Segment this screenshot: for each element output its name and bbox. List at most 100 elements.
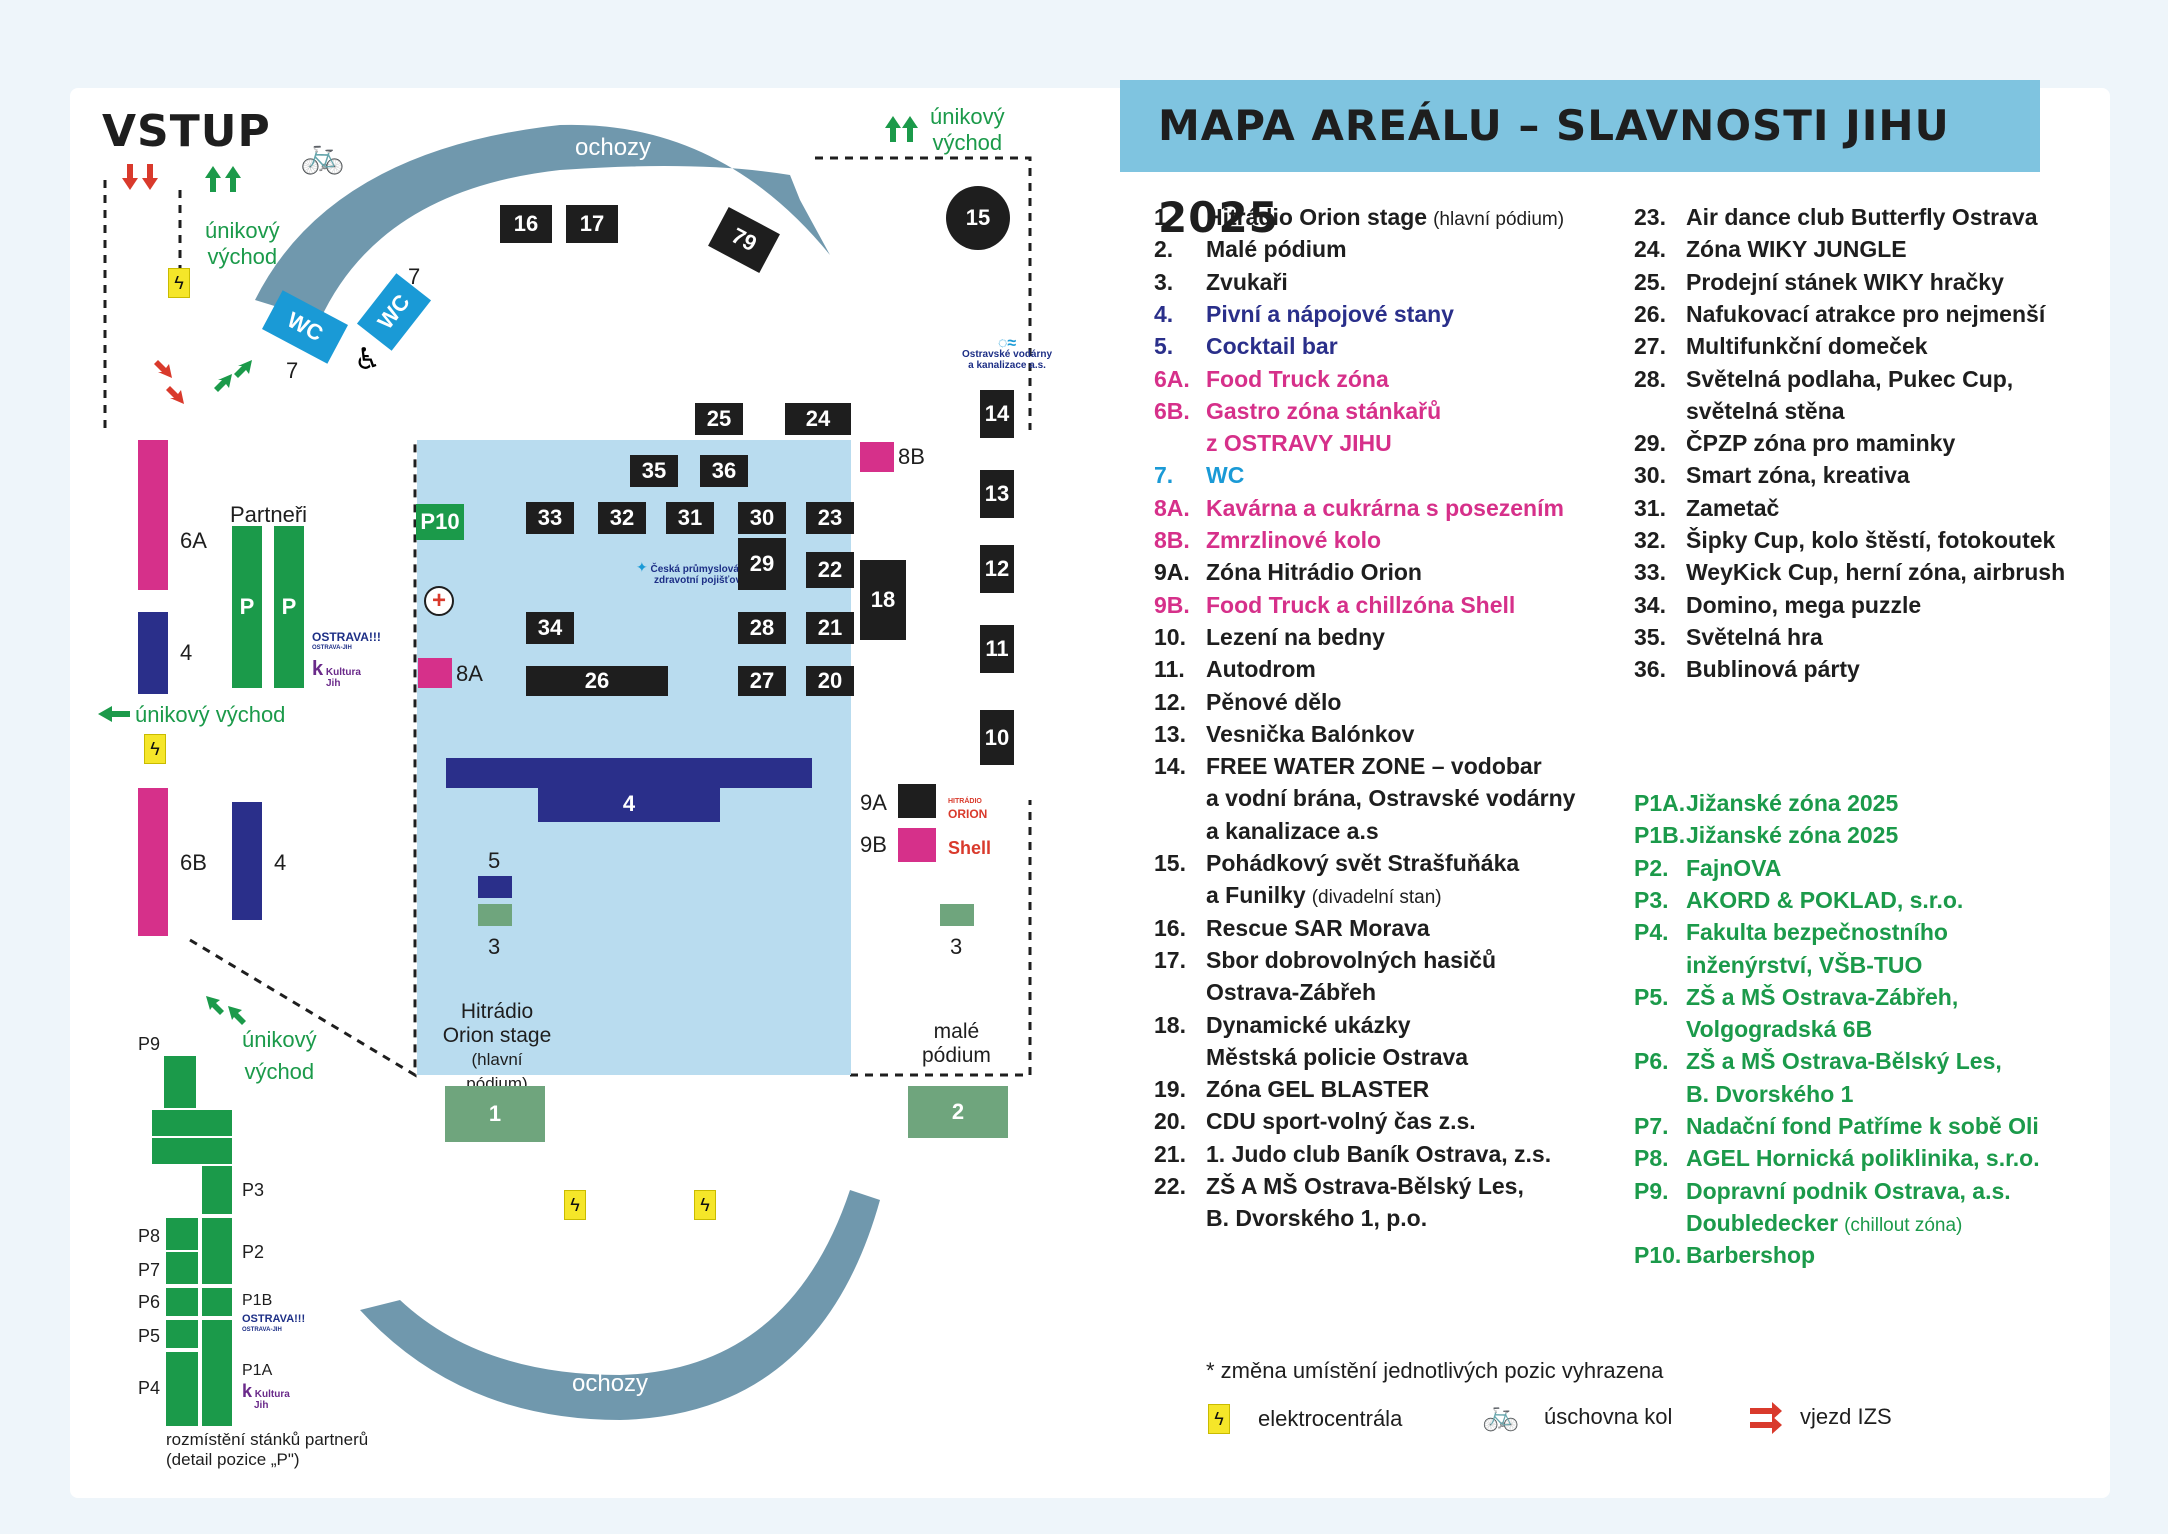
power-icon: ϟ bbox=[144, 734, 166, 764]
legend-text: Cocktail bar bbox=[1206, 333, 1338, 360]
legend-row: P6.ZŠ a MŠ Ostrava-Bělský Les, bbox=[1634, 1048, 2002, 1075]
legend-num: 19. bbox=[1154, 1076, 1186, 1103]
stall-4-main: 4 bbox=[538, 786, 720, 822]
stall-14: 14 bbox=[980, 390, 1014, 438]
legend-num: 9B. bbox=[1154, 591, 1190, 618]
legend-num: 36. bbox=[1634, 656, 1666, 683]
escape-left: únikový východ bbox=[135, 702, 286, 727]
legend-text: Autodrom bbox=[1206, 656, 1316, 683]
stall-29: 29 bbox=[738, 538, 786, 590]
stall-4-left-1-label: 4 bbox=[180, 640, 193, 665]
legend-text: Air dance club Butterfly Ostrava bbox=[1686, 204, 2038, 230]
legend-row: 33.WeyKick Cup, herní zóna, airbrush bbox=[1634, 559, 2065, 586]
sound-3-right-label: 3 bbox=[950, 934, 963, 959]
legend-row: 27.Multifunkční domeček bbox=[1634, 333, 1928, 360]
p1a-label: P1A bbox=[242, 1362, 273, 1379]
legend-row: 17.Sbor dobrovolných hasičů bbox=[1154, 947, 1496, 974]
legend-row: 20. CDU sport-volný čas z.s. bbox=[1154, 1108, 1476, 1135]
legend-text: Bublinová párty bbox=[1686, 656, 1860, 683]
legend-text: Nadační fond Patříme k sobě Oli bbox=[1686, 1113, 2039, 1139]
stall-36: 36 bbox=[700, 455, 748, 487]
page-title: MAPA AREÁLU – SLAVNOSTI JIHU 2025 bbox=[1158, 101, 1950, 242]
legend-text: CDU sport-volný čas z.s. bbox=[1206, 1108, 1476, 1135]
legend-row: B. Dvorského 1 bbox=[1634, 1081, 1853, 1108]
legend-text: B. Dvorského 1, p.o. bbox=[1206, 1205, 1428, 1232]
legend-text: a vodní brána, Ostravské vodárny bbox=[1206, 785, 1576, 812]
legend-row: P5.ZŠ a MŠ Ostrava-Zábřeh, bbox=[1634, 984, 1958, 1011]
legend-row: 14.FREE WATER ZONE – vodobar bbox=[1154, 753, 1542, 780]
first-aid-icon: + bbox=[424, 586, 454, 616]
legend-row: 30.Smart zóna, kreativa bbox=[1634, 462, 1910, 489]
legend-small: (hlavní pódium) bbox=[1433, 209, 1565, 230]
legend-text: ZŠ a MŠ Ostrava-Bělský Les, bbox=[1686, 1048, 2002, 1075]
legend-row: 22.ZŠ A MŠ Ostrava-Bělský Les, bbox=[1154, 1173, 1524, 1200]
shell-logo: Shell bbox=[948, 838, 992, 858]
legend-num: 10. bbox=[1154, 623, 1186, 650]
legend-row: 34.Domino, mega puzzle bbox=[1634, 592, 1921, 619]
sound-3-left bbox=[478, 904, 512, 926]
p1b-block bbox=[202, 1288, 232, 1316]
legend-text: Sbor dobrovolných hasičů bbox=[1206, 946, 1497, 973]
stall-4-left-2 bbox=[232, 802, 262, 920]
legend-num: 29. bbox=[1634, 430, 1666, 457]
legend-text: Barbershop bbox=[1686, 1242, 1816, 1269]
legend-text: Rescue SAR Morava bbox=[1206, 914, 1430, 941]
legend-text: Zametač bbox=[1686, 494, 1780, 521]
partner-p-1: P bbox=[232, 526, 262, 688]
legend-num: 32. bbox=[1634, 527, 1666, 553]
legend-num: 6B. bbox=[1154, 397, 1190, 424]
legend-num: 14. bbox=[1154, 753, 1186, 780]
p1b-label: P1B bbox=[242, 1292, 273, 1309]
legend-bike: úschovna kol bbox=[1544, 1404, 1673, 1429]
legend-num: 13. bbox=[1154, 720, 1186, 747]
bike-icon: 🚲 bbox=[1482, 1399, 1520, 1432]
bike-icon: 🚲 bbox=[300, 134, 345, 175]
legend-text: Dopravní podnik Ostrava, a.s. bbox=[1686, 1177, 2011, 1204]
legend-text: Světelná podlaha, Pukec Cup, bbox=[1686, 365, 2014, 392]
legend-row: P1B.Jižanské zóna 2025 bbox=[1634, 822, 1898, 849]
legend-row: inženýrství, VŠB-TUO bbox=[1634, 952, 1922, 979]
legend-text: FajnOVA bbox=[1686, 854, 1782, 881]
legend-row: a Funilky(divadelní stan) bbox=[1154, 882, 1442, 909]
legend-text: WC bbox=[1206, 462, 1245, 489]
legend-num: 8A. bbox=[1154, 494, 1190, 521]
legend-row: P9.Dopravní podnik Ostrava, a.s. bbox=[1634, 1178, 2011, 1205]
legend-num: 20. bbox=[1154, 1108, 1186, 1135]
legend-text: Doubledecker bbox=[1686, 1209, 1839, 1236]
legend-num: P5. bbox=[1634, 983, 1669, 1010]
fence-stage-left bbox=[189, 440, 417, 1078]
escape-arrows bbox=[98, 116, 918, 1025]
legend-row: Městská policie Ostrava bbox=[1154, 1044, 1468, 1071]
legend-row: P1A.Jižanské zóna 2025 bbox=[1634, 790, 1898, 817]
legend-row: 2.Malé pódium bbox=[1154, 236, 1347, 263]
legend-num: 4. bbox=[1154, 300, 1174, 327]
legend-row: 29.ČPZP zóna pro maminky bbox=[1634, 430, 1955, 457]
stall-31: 31 bbox=[666, 502, 714, 534]
legend-row: 35.Světelná hra bbox=[1634, 624, 1823, 651]
legend-num: 18. bbox=[1154, 1011, 1186, 1038]
legend-num: P3. bbox=[1634, 886, 1669, 913]
legend-text: AKORD & POKLAD, s.r.o. bbox=[1686, 886, 1964, 913]
legend-text: Pivní a nápojové stany bbox=[1206, 300, 1454, 327]
p2-block bbox=[202, 1218, 232, 1284]
stall-34: 34 bbox=[526, 612, 574, 644]
power-icon: ϟ bbox=[564, 1190, 586, 1220]
legend-row: 9A.Zóna Hitrádio Orion bbox=[1154, 559, 1422, 586]
legend-row: P7.Nadační fond Patříme k sobě Oli bbox=[1634, 1113, 2039, 1140]
legend-num: 5. bbox=[1154, 333, 1174, 360]
p5-label: P5 bbox=[138, 1326, 161, 1346]
legend-num: 11. bbox=[1154, 656, 1185, 683]
legend-text: a Funilky bbox=[1206, 882, 1306, 909]
p-detail-note: rozmístění stánků partnerů(detail pozice… bbox=[166, 1430, 369, 1469]
fence-stage-right bbox=[850, 800, 1032, 1077]
legend-row: 5. Cocktail bar bbox=[1154, 333, 1338, 360]
stall-P10: P10 bbox=[416, 504, 464, 540]
legend-row: 24.Zóna WIKY JUNGLE bbox=[1634, 236, 1907, 263]
legend-text: AGEL Hornická poliklinika, s.r.o. bbox=[1686, 1145, 2040, 1172]
legend-row: 32.Šipky Cup, kolo štěstí, fotokoutek bbox=[1634, 527, 2055, 554]
stall-23: 23 bbox=[806, 502, 854, 534]
stall-5 bbox=[478, 876, 512, 898]
legend-text: Pohádkový svět Strašfuňáka bbox=[1206, 850, 1520, 876]
legend-text: Zóna WIKY JUNGLE bbox=[1686, 236, 1907, 263]
legend-small: (divadelní stan) bbox=[1311, 887, 1442, 909]
